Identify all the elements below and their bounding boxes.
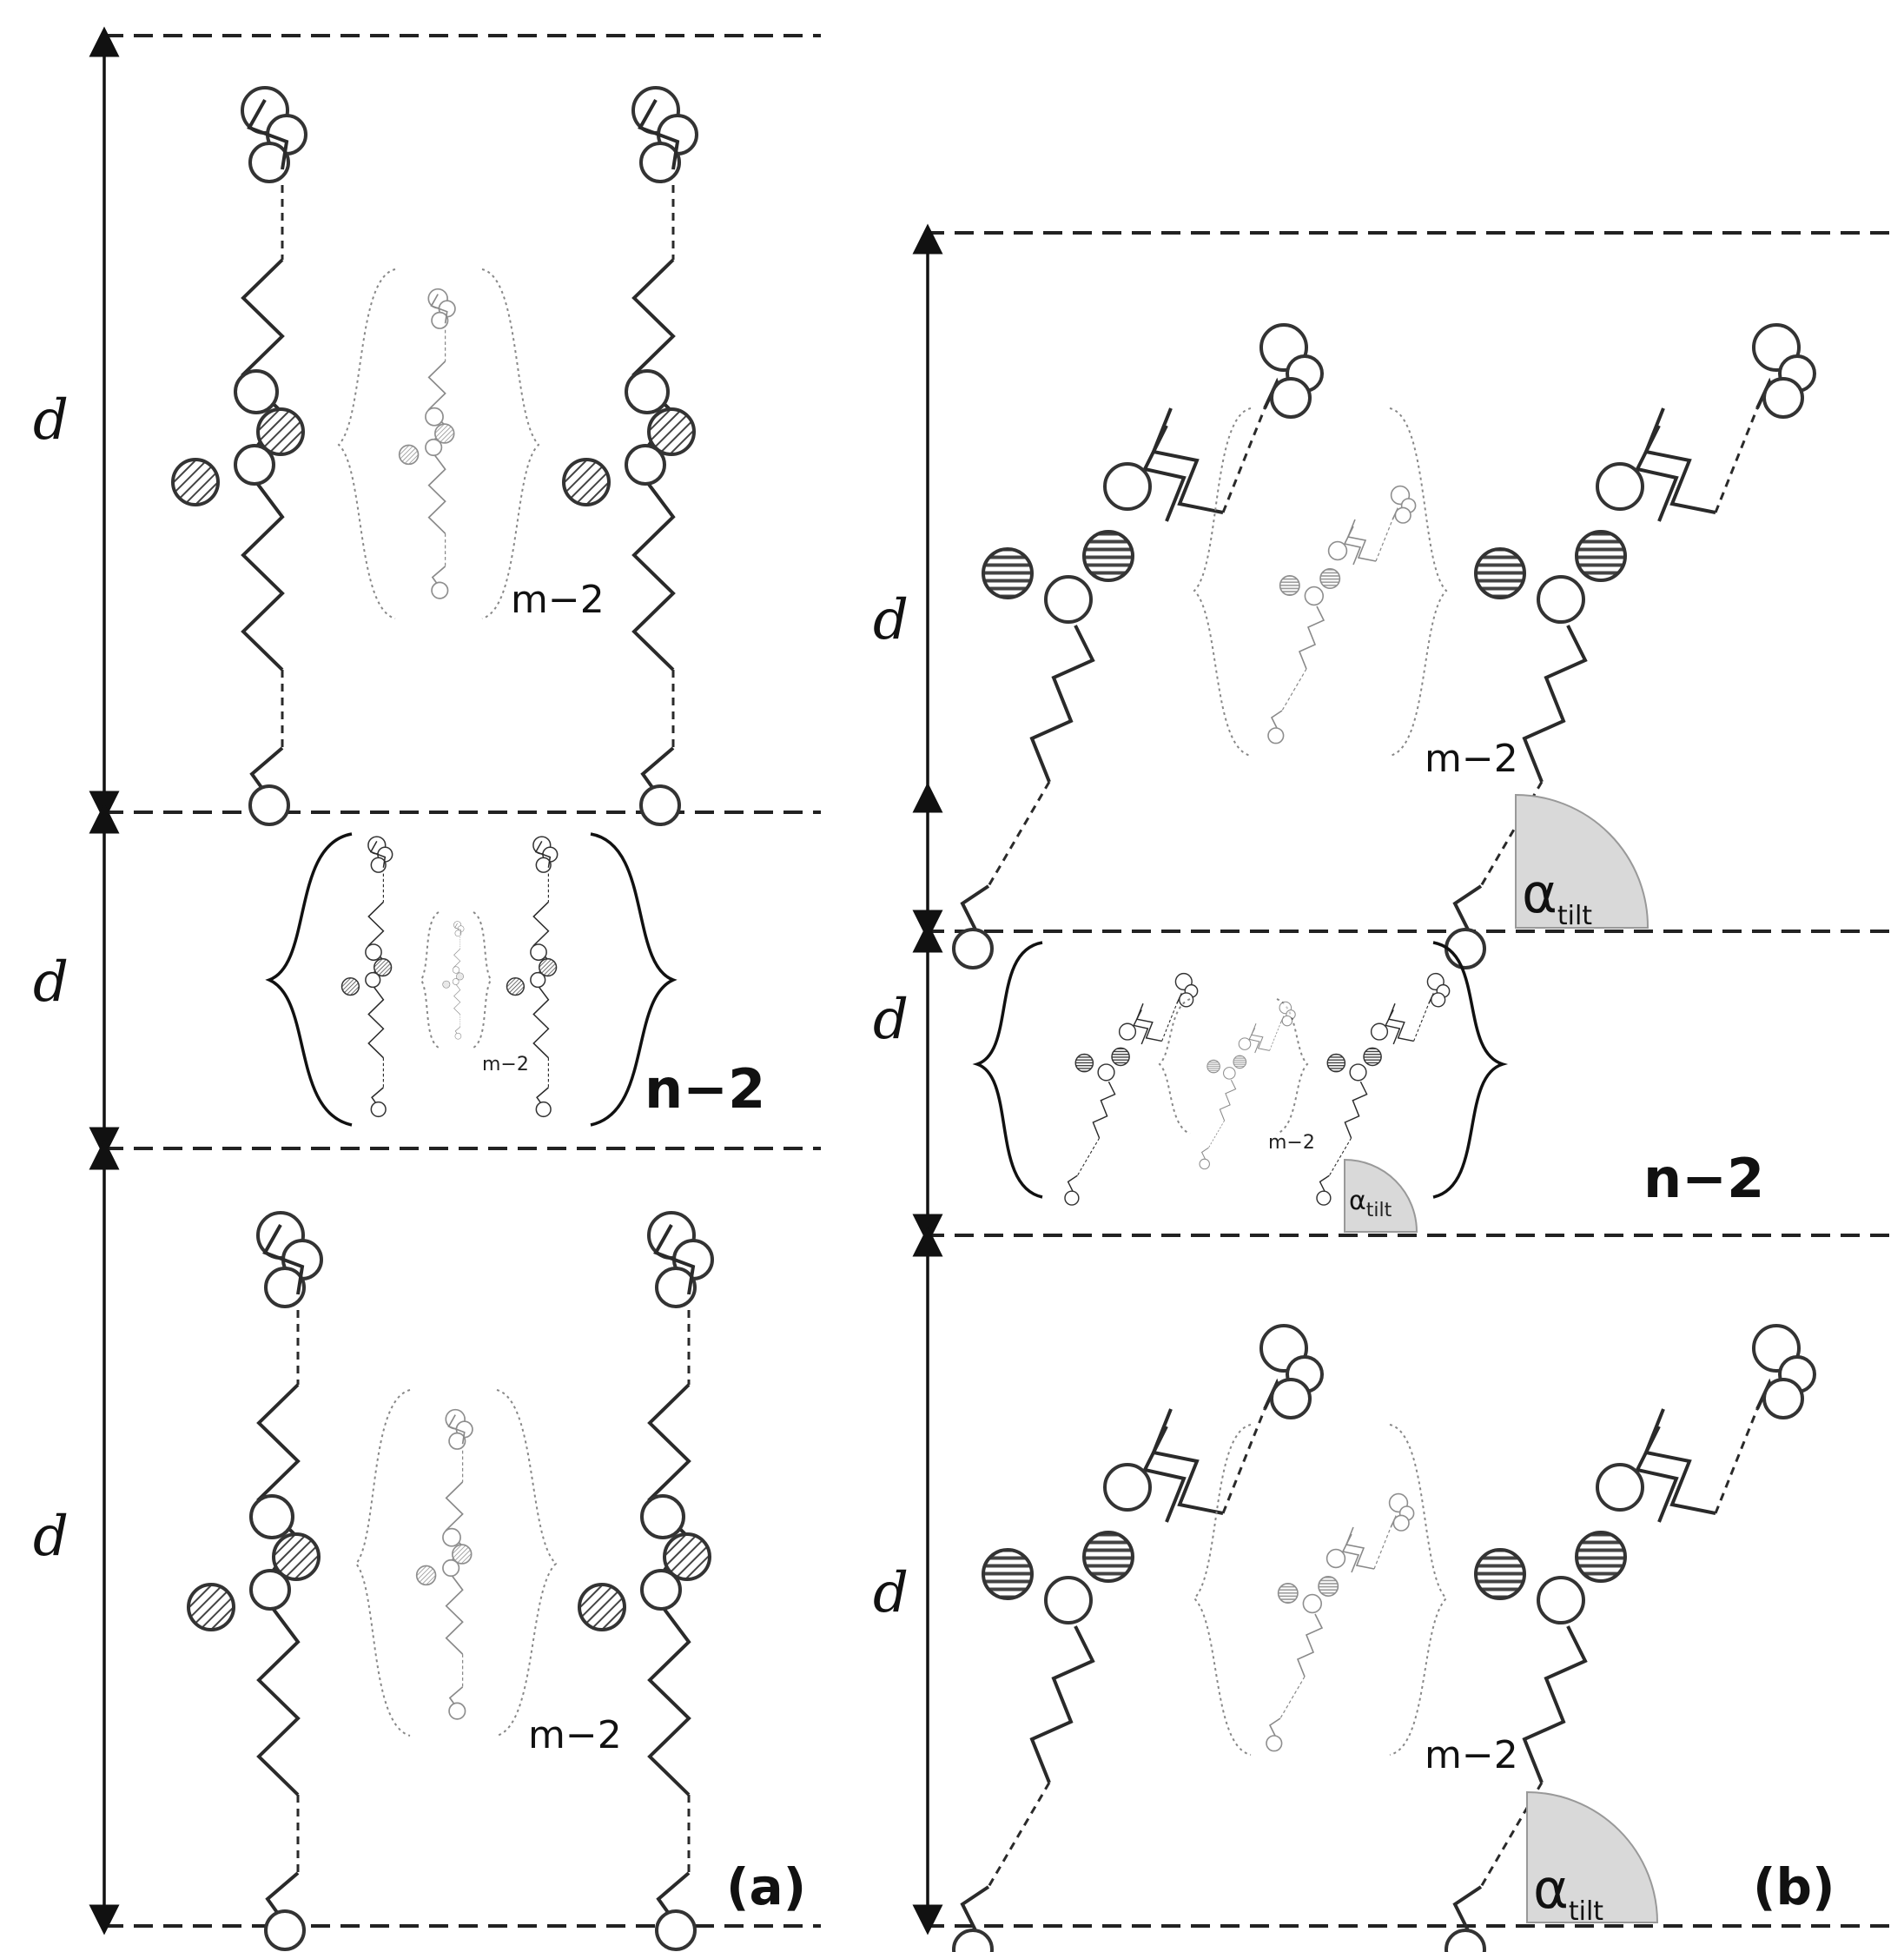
panel-b-label: (b) (1753, 1857, 1835, 1916)
n-minus-2-label-a: n−2 (645, 1057, 765, 1121)
d-label-a-bottom: d (33, 1505, 69, 1569)
alpha-symbol-b-bottom: α (1533, 1857, 1569, 1921)
repeat-group-b-top: m−2 (1193, 407, 1518, 781)
tilt-angle-b-bottom: αtilt (1526, 1790, 1659, 1927)
m-minus-2-label-b-top: m−2 (1425, 737, 1518, 781)
tilt-subscript-b-bottom: tilt (1569, 1896, 1603, 1927)
lipid-b-top-left (952, 323, 1324, 969)
repeat-group-n-a: m−2 n−2 (265, 832, 765, 1127)
repeat-group-n-b: m−2 αtilt n−2 (972, 941, 1764, 1233)
alpha-symbol-b-top: α (1522, 862, 1557, 925)
alpha-symbol-b-mid: α (1349, 1186, 1366, 1216)
repeat-group-a-bottom: m−2 (354, 1389, 622, 1757)
tilt-subscript-b-top: tilt (1557, 901, 1592, 931)
d-label-b-mid: d (873, 988, 909, 1052)
repeat-group-b-bottom: m−2 (1193, 1424, 1518, 1777)
n-minus-2-label-b: n−2 (1643, 1147, 1764, 1210)
d-label-a-mid: d (33, 950, 69, 1015)
lipid-a-top-right (562, 86, 698, 826)
svg-text:αtilt: αtilt (1349, 1186, 1392, 1221)
d-label-b-bottom: d (873, 1561, 909, 1625)
tilt-angle-b-top: αtilt (1515, 793, 1649, 931)
lipid-a-top-left (171, 86, 307, 826)
m-minus-2-label-b-bottom: m−2 (1425, 1733, 1518, 1777)
tilt-subscript-b-mid: tilt (1366, 1200, 1392, 1221)
m-minus-2-label-a-bottom: m−2 (528, 1713, 622, 1757)
m-minus-2-label-a-top: m−2 (511, 578, 605, 622)
panel-a-label: (a) (726, 1857, 806, 1916)
svg-text:αtilt: αtilt (1533, 1857, 1603, 1927)
svg-text:αtilt: αtilt (1522, 862, 1592, 931)
repeat-group-a-top: m−2 (337, 268, 605, 622)
panel-b: d d d m−2 αtilt m−2 αtilt n−2 (873, 223, 1898, 1952)
m-minus-2-label-b-mid: m−2 (1268, 1132, 1315, 1154)
lipid-a-bottom-left (187, 1211, 323, 1951)
lipid-a-bottom-right (578, 1211, 714, 1951)
lipid-b-bottom-left (952, 1324, 1324, 1952)
panel-a: d d d m−2 m−2 n−2 (33, 26, 821, 1951)
d-label-a-top: d (33, 388, 69, 453)
d-label-b-top: d (873, 588, 909, 652)
m-minus-2-label-a-mid: m−2 (482, 1054, 529, 1075)
